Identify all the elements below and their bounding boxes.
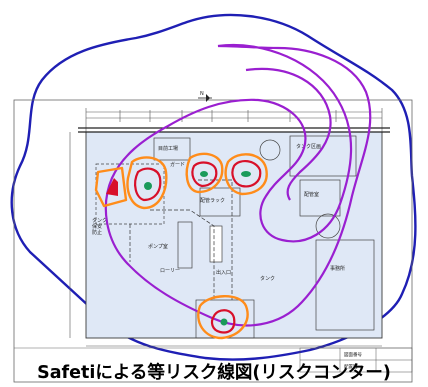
source-marker-left [106,178,118,196]
source-marker-tank-1 [144,182,152,190]
dimension-lines [69,108,383,347]
plan-labels: 目前工場 ガード タンク 保安 防止 タンク区画 配管室 事務所 配管ラック ポ… [92,143,345,282]
label-left-note-3: 防止 [92,229,102,236]
source-marker-tank-3 [241,171,251,177]
label-left-note-1: タンク [92,217,107,224]
inner-risk-contours [94,152,268,340]
source-marker-tank-2 [200,171,208,177]
label-bottom-2: 出入口 [216,269,231,276]
middle-risk-contour-inner [245,67,332,201]
label-right-note-1: タンク区画 [296,143,321,150]
site-boundary-wall [78,127,390,133]
north-mark: N [200,91,204,97]
label-bottom-1: ローリー [160,268,180,274]
pipelines [129,179,233,300]
source-marker-tank-4 [220,318,228,326]
diagram-caption: Safetiによる等リスク線図(リスクコンター) [37,363,391,383]
release-sources [106,171,251,326]
label-bottom-3: タンク [260,275,275,282]
drawing-frame [13,99,413,383]
outer-risk-contour [10,13,417,361]
label-right-note-3: 事務所 [330,265,345,272]
title-block-label-1: 図面番号 [344,351,362,358]
site-area [85,131,383,339]
innermost-risk-contours [134,160,262,334]
label-top-left-building: 目前工場 [158,145,178,152]
label-left-note-2: 保安 [92,223,102,230]
label-mid-1: 配管ラック [200,197,225,204]
title-block-label-2: 配置図 [344,364,358,370]
label-guard: ガード [170,161,185,168]
label-right-note-2: 配管室 [304,191,319,198]
title-block [299,347,413,373]
north-arrow: N [198,91,212,102]
label-mid-2: ポンプ室 [148,243,168,250]
middle-risk-contour [104,44,372,327]
